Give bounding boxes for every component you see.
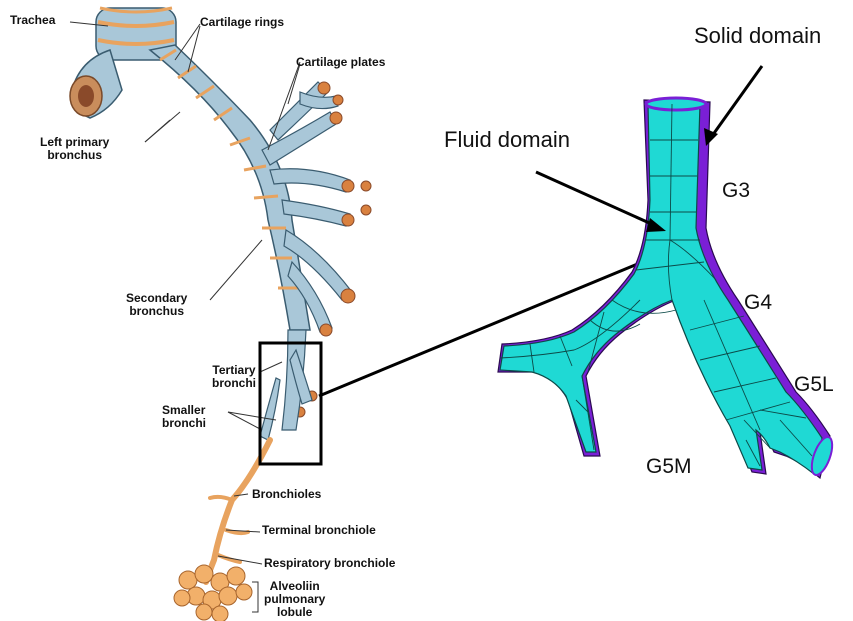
label-terminal-bronchiole: Terminal bronchiole [262, 524, 376, 537]
airway-cfd-model [498, 98, 836, 478]
label-cartilage-plates: Cartilage plates [296, 56, 385, 69]
alveoli-cluster [174, 565, 252, 621]
label-g3: G3 [722, 180, 750, 202]
label-trachea: Trachea [10, 14, 55, 27]
label-solid-domain: Solid domain [694, 24, 821, 48]
solid-domain-arrow [704, 66, 762, 146]
label-g5l: G5L [794, 374, 834, 396]
label-bronchioles: Bronchioles [252, 488, 321, 501]
main-bronchus-shape [150, 45, 310, 330]
label-smaller-bronchi: Smaller bronchi [162, 404, 206, 430]
label-left-primary-bronchus: Left primary bronchus [40, 136, 109, 162]
inlet-opening [646, 98, 706, 110]
label-alveoli: Alveoliin pulmonary lobule [264, 580, 325, 619]
label-g5m: G5M [646, 456, 692, 478]
label-g4: G4 [744, 292, 772, 314]
fluid-domain-surface [500, 104, 822, 474]
fluid-domain-arrow [536, 172, 666, 232]
tertiary-bronchi-shape [260, 330, 312, 440]
label-fluid-domain: Fluid domain [444, 128, 570, 152]
label-secondary-bronchus: Secondary bronchus [126, 292, 187, 318]
label-cartilage-rings: Cartilage rings [200, 16, 284, 29]
label-respiratory-bronchiole: Respiratory bronchiole [264, 557, 395, 570]
label-tertiary-bronchi: Tertiary bronchi [212, 364, 256, 390]
